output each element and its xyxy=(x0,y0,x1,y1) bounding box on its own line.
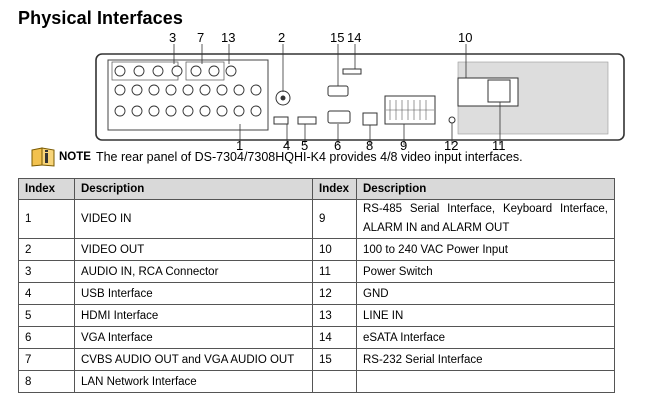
index-cell xyxy=(312,370,357,393)
index-cell: 10 xyxy=(312,238,357,261)
description-cell: VIDEO IN xyxy=(74,199,313,239)
index-cell: 9 xyxy=(312,199,357,239)
index-cell: 14 xyxy=(312,326,357,349)
video-in-connectors xyxy=(114,84,262,117)
rs232-port xyxy=(327,85,349,97)
usb-port xyxy=(273,116,289,125)
note-book-icon xyxy=(31,147,55,167)
description-cell: USB Interface xyxy=(74,282,313,305)
callout-1: 1 xyxy=(236,138,244,153)
table-header-row: Index Description Index Description xyxy=(18,178,615,200)
index-cell: 6 xyxy=(18,326,75,349)
table-row: 2 VIDEO OUT 10 100 to 240 VAC Power Inpu… xyxy=(18,238,615,261)
index-cell: 7 xyxy=(18,348,75,371)
note-text: The rear panel of DS-7304/7308HQHI-K4 pr… xyxy=(95,150,523,164)
index-cell: 1 xyxy=(18,199,75,239)
index-cell: 8 xyxy=(18,370,75,393)
callout-12: 12 xyxy=(444,138,459,153)
callout-14: 14 xyxy=(347,30,362,45)
index-cell: 4 xyxy=(18,282,75,305)
callout-13: 13 xyxy=(221,30,236,45)
description-cell: RS-485 Serial Interface, Keyboard Interf… xyxy=(356,199,615,239)
index-cell: 12 xyxy=(312,282,357,305)
description-cell xyxy=(356,370,615,393)
note-box: NOTE The rear panel of DS-7304/7308HQHI-… xyxy=(30,146,523,168)
description-cell: AUDIO IN, RCA Connector xyxy=(74,260,313,283)
audio-out-connectors xyxy=(185,61,237,81)
rear-panel-diagram xyxy=(95,44,625,145)
description-cell: CVBS AUDIO OUT and VGA AUDIO OUT xyxy=(74,348,313,371)
callout-8: 8 xyxy=(366,138,374,153)
table-row: 4 USB Interface 12 GND xyxy=(18,282,615,305)
callout-3: 3 xyxy=(169,30,177,45)
callout-2: 2 xyxy=(278,30,286,45)
interfaces-table: Index Description Index Description 1 VI… xyxy=(18,178,615,393)
callout-6: 6 xyxy=(334,138,342,153)
table-row: 3 AUDIO IN, RCA Connector 11 Power Switc… xyxy=(18,260,615,283)
power-switch xyxy=(487,79,511,103)
description-cell: GND xyxy=(356,282,615,305)
vga-port xyxy=(327,110,351,124)
callout-5: 5 xyxy=(301,138,309,153)
header-description-2: Description xyxy=(356,178,615,200)
description-cell: VGA Interface xyxy=(74,326,313,349)
index-cell: 15 xyxy=(312,348,357,371)
callout-9: 9 xyxy=(400,138,408,153)
table-row: 5 HDMI Interface 13 LINE IN xyxy=(18,304,615,327)
description-cell: eSATA Interface xyxy=(356,326,615,349)
table-row: 8 LAN Network Interface xyxy=(18,370,615,393)
callout-15: 15 xyxy=(330,30,345,45)
hdmi-port xyxy=(297,116,317,125)
description-cell: VIDEO OUT xyxy=(74,238,313,261)
header-description-1: Description xyxy=(74,178,313,200)
description-cell: 100 to 240 VAC Power Input xyxy=(356,238,615,261)
callout-4: 4 xyxy=(283,138,291,153)
table-row: 7 CVBS AUDIO OUT and VGA AUDIO OUT 15 RS… xyxy=(18,348,615,371)
description-cell: Power Switch xyxy=(356,260,615,283)
callout-7: 7 xyxy=(197,30,205,45)
description-cell: RS-232 Serial Interface xyxy=(356,348,615,371)
description-cell: LINE IN xyxy=(356,304,615,327)
lan-port xyxy=(362,112,378,126)
index-cell: 3 xyxy=(18,260,75,283)
description-cell: LAN Network Interface xyxy=(74,370,313,393)
index-cell: 13 xyxy=(312,304,357,327)
note-label: NOTE xyxy=(59,151,91,163)
table-row: 6 VGA Interface 14 eSATA Interface xyxy=(18,326,615,349)
callout-11: 11 xyxy=(492,138,506,153)
leader-lines xyxy=(173,44,501,145)
header-index-2: Index xyxy=(312,178,357,200)
description-cell: HDMI Interface xyxy=(74,304,313,327)
header-index-1: Index xyxy=(18,178,75,200)
index-cell: 11 xyxy=(312,260,357,283)
index-cell: 2 xyxy=(18,238,75,261)
esata-port xyxy=(342,68,362,75)
page-title: Physical Interfaces xyxy=(18,8,183,28)
table-row: 1 VIDEO IN 9 RS-485 Serial Interface, Ke… xyxy=(18,199,615,239)
index-cell: 5 xyxy=(18,304,75,327)
gnd-terminal xyxy=(448,116,456,124)
audio-in-connectors xyxy=(114,65,183,77)
callout-10: 10 xyxy=(458,30,473,45)
